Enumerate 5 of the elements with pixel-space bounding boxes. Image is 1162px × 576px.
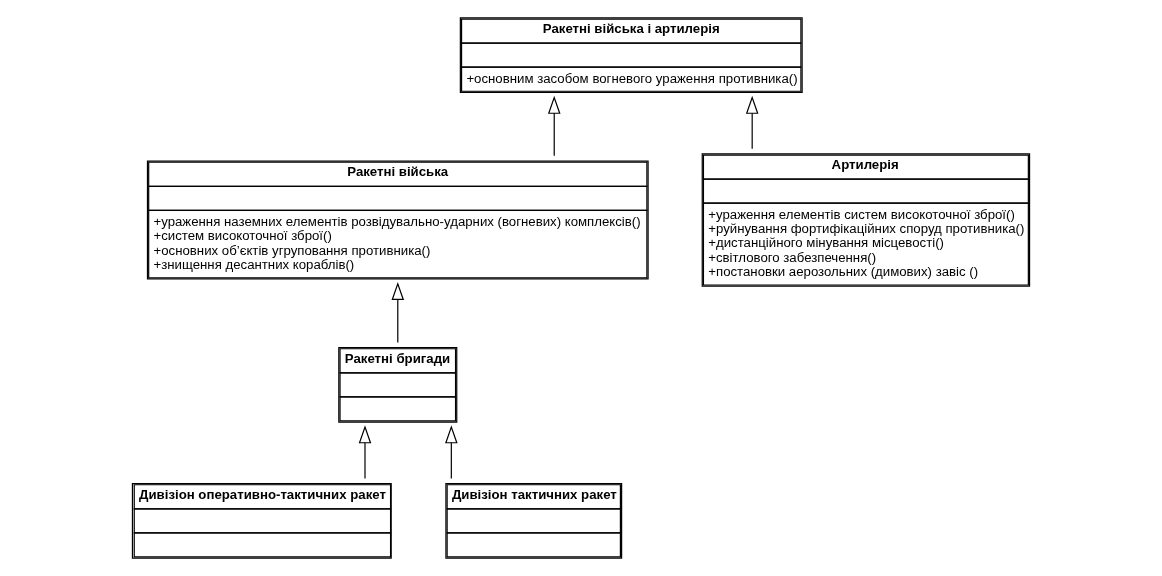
- arrow: [391, 281, 405, 344]
- arrow: [547, 95, 561, 157]
- arrow: [745, 95, 759, 150]
- arrow: [358, 425, 372, 480]
- arrow: [445, 425, 458, 480]
